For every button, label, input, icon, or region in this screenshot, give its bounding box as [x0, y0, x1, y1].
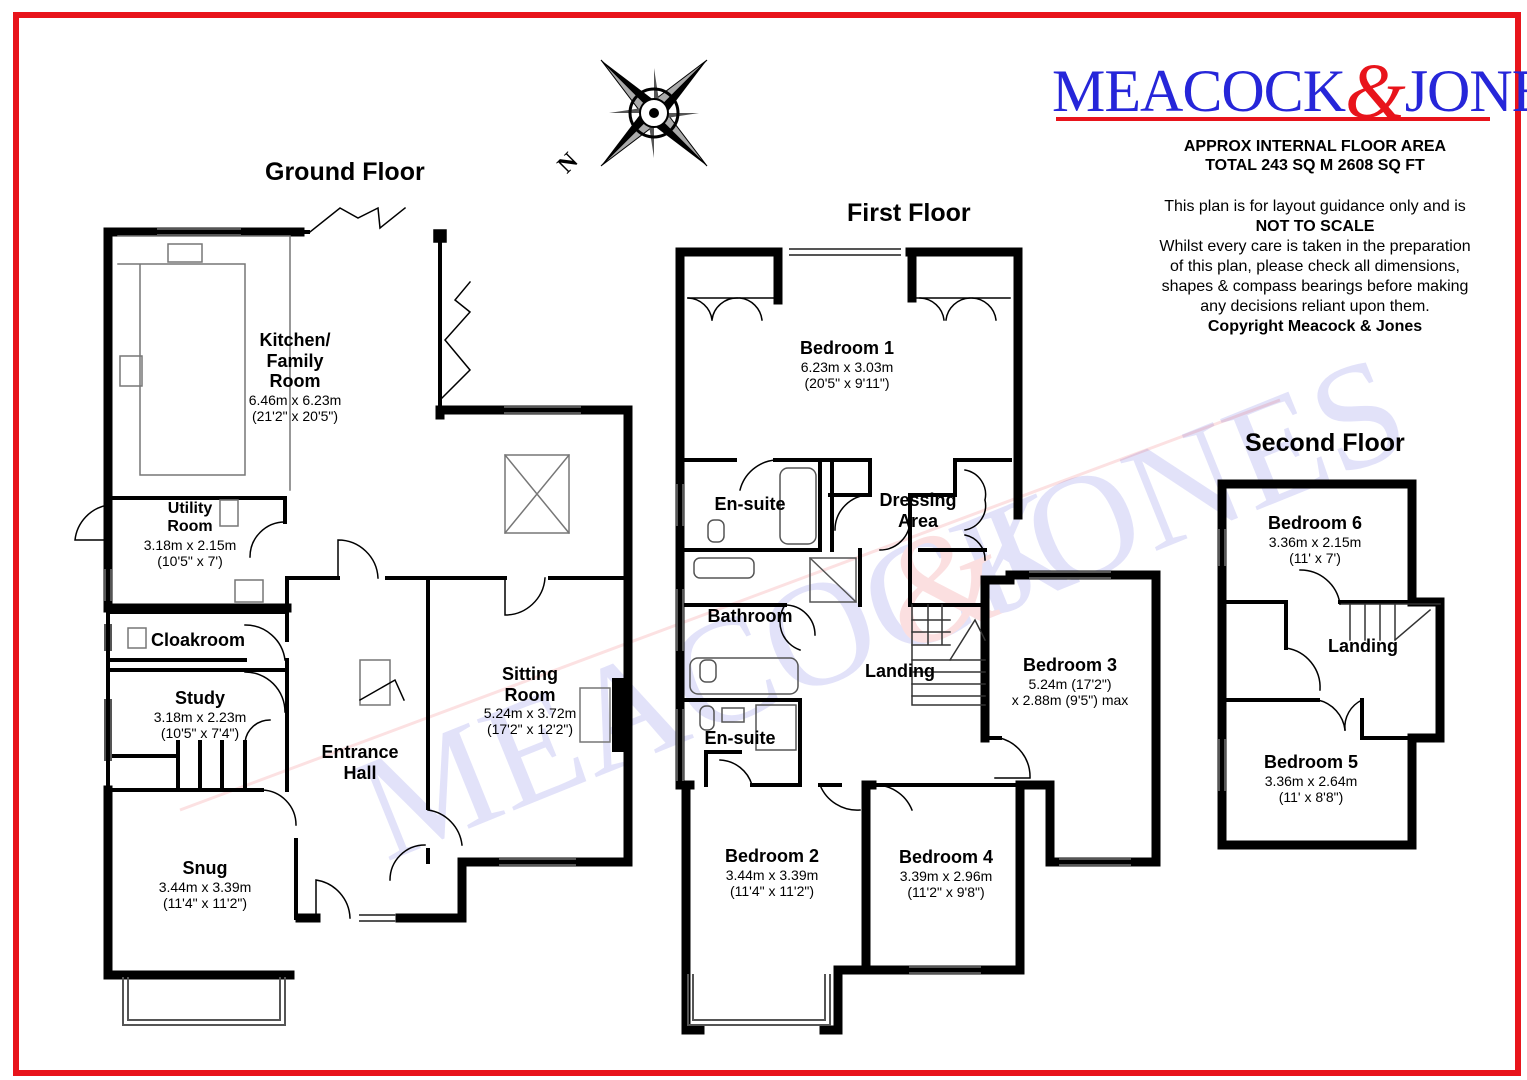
room-bedroom-1: Bedroom 1 6.23m x 3.03m (20'5" x 9'11"): [772, 338, 922, 391]
room-metric: 3.44m x 3.39m: [725, 866, 819, 883]
area-line-2: TOTAL 243 SQ M 2608 SQ FT: [1205, 157, 1425, 175]
room-name: Cloakroom: [150, 630, 246, 650]
room-imperial: (11'4" x 11'2"): [729, 882, 815, 899]
room-dressing-area: Dressing Area: [868, 490, 968, 531]
room-imperial: (10'5" x 7'4"): [160, 724, 240, 741]
room-name: Bedroom 4: [898, 847, 994, 867]
room-metric: 5.24m x 3.72m: [483, 705, 577, 722]
room-metric: 3.44m x 3.39m: [158, 878, 252, 895]
room-name: Study: [174, 688, 225, 708]
disclaimer-line-7: Copyright Meacock & Jones: [1207, 318, 1423, 335]
ground-floor-title: Ground Floor: [265, 158, 425, 186]
room-ensuite-2: En-suite: [690, 728, 790, 749]
first-floor-title: First Floor: [847, 199, 971, 227]
room-name: Utility Room: [167, 500, 213, 536]
room-name: Sitting Room: [502, 664, 558, 705]
room-metric: 3.36m x 2.15m: [1268, 533, 1362, 550]
room-cloakroom: Cloakroom: [138, 630, 258, 651]
room-metric: 3.18m x 2.23m: [153, 708, 247, 725]
room-name: Bedroom 3: [1022, 655, 1118, 675]
room-name: Dressing Area: [879, 490, 957, 531]
room-bedroom-5: Bedroom 5 3.36m x 2.64m (11' x 8'8"): [1236, 752, 1386, 805]
room-name: Snug: [182, 858, 228, 878]
page-border: [13, 12, 1521, 1076]
room-metric: 3.18m x 2.15m: [143, 536, 237, 553]
room-name: Bedroom 5: [1263, 752, 1359, 772]
room-metric: 6.23m x 3.03m: [800, 358, 894, 375]
room-bedroom-2: Bedroom 2 3.44m x 3.39m (11'4" x 11'2"): [697, 846, 847, 899]
room-metric: 3.36m x 2.64m: [1264, 772, 1358, 789]
room-name: Bedroom 1: [799, 338, 895, 358]
room-study: Study 3.18m x 2.23m (10'5" x 7'4"): [125, 688, 275, 741]
disclaimer-line-5: shapes & compass bearings before making: [1161, 278, 1469, 295]
room-name: Bedroom 2: [724, 846, 820, 866]
room-imperial: (11' x 8'8"): [1278, 788, 1344, 805]
second-floor-title: Second Floor: [1245, 429, 1405, 457]
room-kitchen: Kitchen/ Family Room 6.46m x 6.23m (21'2…: [220, 330, 370, 424]
room-name: Landing: [865, 661, 935, 681]
brand-name-left: MEACOCK: [1052, 58, 1346, 124]
room-bedroom-6: Bedroom 6 3.36m x 2.15m (11' x 7'): [1240, 513, 1390, 566]
room-metric: 3.39m x 2.96m: [899, 867, 993, 884]
disclaimer-line-3: Whilst every care is taken in the prepar…: [1159, 238, 1471, 255]
room-imperial: (11'2" x 9'8"): [907, 883, 985, 900]
room-snug: Snug 3.44m x 3.39m (11'4" x 11'2"): [130, 858, 280, 911]
area-line-1: APPROX INTERNAL FLOOR AREA: [1183, 138, 1447, 155]
room-metric: 6.46m x 6.23m: [248, 392, 342, 409]
brand-logo: MEACOCK&JONES: [1052, 46, 1527, 136]
disclaimer: This plan is for layout guidance only an…: [1105, 197, 1525, 337]
room-landing-first: Landing: [855, 661, 945, 682]
room-name: Bedroom 6: [1267, 513, 1363, 533]
disclaimer-line-4: of this plan, please check all dimension…: [1170, 258, 1460, 275]
room-ensuite-1: En-suite: [700, 494, 800, 515]
room-sitting: Sitting Room 5.24m x 3.72m (17'2" x 12'2…: [455, 664, 605, 738]
room-imperial: (17'2" x 12'2"): [486, 721, 574, 738]
room-imperial: (11' x 7'): [1289, 549, 1341, 566]
disclaimer-line-6: any decisions reliant upon them.: [1200, 298, 1430, 315]
disclaimer-line-2: NOT TO SCALE: [1255, 218, 1375, 235]
floor-area-summary: APPROX INTERNAL FLOOR AREA TOTAL 243 SQ …: [1110, 137, 1520, 175]
room-bathroom: Bathroom: [695, 606, 805, 627]
room-imperial: (10'5" x 7'): [157, 552, 223, 569]
room-name: En-suite: [714, 494, 786, 514]
room-utility: Utility Room 3.18m x 2.15m (10'5" x 7'): [115, 500, 265, 569]
disclaimer-line-1: This plan is for layout guidance only an…: [1164, 198, 1466, 215]
brand-name-right: JONES: [1404, 58, 1527, 124]
room-landing-second: Landing: [1318, 636, 1408, 657]
room-name: En-suite: [704, 728, 776, 748]
room-bedroom-3: Bedroom 3 5.24m (17'2") x 2.88m (9'5") m…: [995, 655, 1145, 708]
brand-underline: [1056, 117, 1490, 121]
room-name: Kitchen/ Family Room: [259, 330, 331, 392]
room-imperial: (21'2" x 20'5"): [251, 408, 339, 425]
compass-rose: [600, 59, 708, 167]
room-entrance-hall: Entrance Hall: [300, 742, 420, 783]
room-imperial: x 2.88m (9'5") max: [1011, 691, 1129, 708]
room-imperial: (11'4" x 11'2"): [162, 894, 248, 911]
room-metric: 5.24m (17'2"): [1028, 675, 1112, 692]
room-imperial: (20'5" x 9'11"): [804, 374, 890, 391]
room-bedroom-4: Bedroom 4 3.39m x 2.96m (11'2" x 9'8"): [871, 847, 1021, 900]
room-name: Bathroom: [707, 606, 793, 626]
room-name: Entrance Hall: [321, 742, 399, 783]
room-name: Landing: [1328, 636, 1398, 656]
